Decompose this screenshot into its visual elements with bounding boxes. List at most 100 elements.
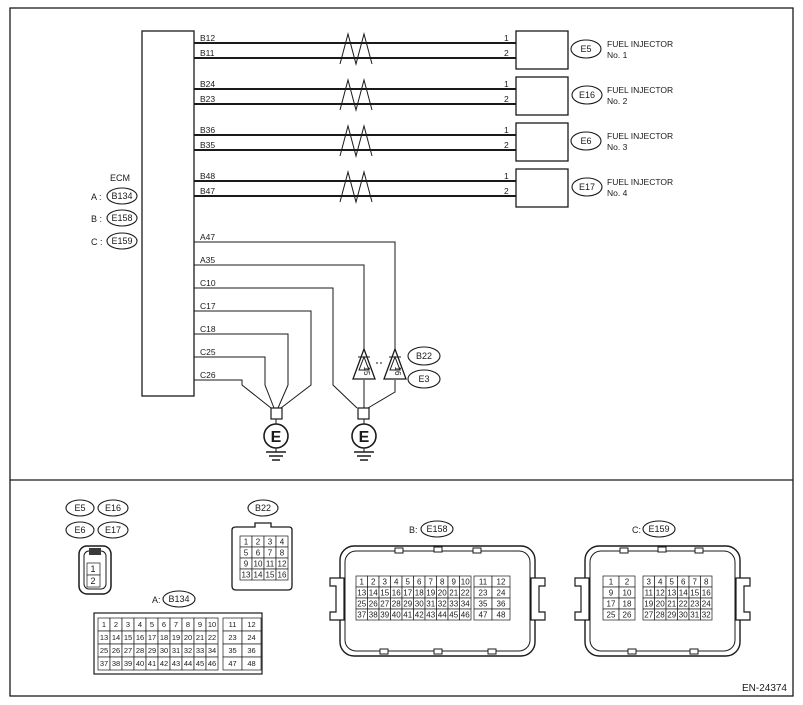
ecm-connector-c: C : E159 [91, 232, 138, 250]
svg-text:A:: A: [152, 595, 161, 605]
pin-label: 15 [124, 633, 132, 642]
svg-text:B24: B24 [200, 79, 215, 89]
svg-text:C:: C: [632, 525, 641, 535]
svg-text:FUEL INJECTOR: FUEL INJECTOR [607, 177, 673, 187]
pin-label: 1 [360, 577, 365, 586]
pin-label: 28 [392, 599, 401, 608]
pin-label: 31 [172, 646, 180, 655]
pin-label: 1 [102, 620, 106, 629]
pin-label: 27 [380, 599, 389, 608]
pin-label: 9 [452, 577, 457, 586]
pin-label: 41 [403, 610, 412, 619]
svg-text:E159: E159 [111, 236, 132, 246]
svg-text:FUEL INJECTOR: FUEL INJECTOR [607, 131, 673, 141]
pin-label: 11 [229, 620, 237, 629]
pin-label: 5 [244, 548, 249, 557]
pin-label: 3 [126, 620, 130, 629]
pin-label: 21 [449, 588, 458, 597]
pin-label: 26 [623, 610, 632, 619]
pin-label: 43 [426, 610, 435, 619]
pin-label: 5 [670, 577, 675, 586]
fuel-injector-2-box [515, 76, 569, 116]
svg-text:B47: B47 [200, 186, 215, 196]
svg-text:B134: B134 [111, 191, 132, 201]
ground-point-2: E [351, 407, 377, 461]
pin-label: 38 [369, 610, 378, 619]
ecm-label: ECM [110, 173, 130, 183]
pin-label: 2 [371, 577, 376, 586]
svg-text:2: 2 [504, 48, 509, 58]
pin-label: 20 [438, 588, 447, 597]
pin-label: 14 [679, 588, 688, 597]
pin-label: 45 [449, 610, 458, 619]
injector-circuit-1: B12 B11 1 2 E5 FUEL INJECTOR No. 1 [194, 30, 673, 70]
pin-label: 10 [623, 588, 632, 597]
svg-text:B12: B12 [200, 33, 215, 43]
pin-label: 17 [148, 633, 156, 642]
pin-label: 5 [150, 620, 154, 629]
svg-text:16: 16 [393, 367, 402, 376]
outer-frame [9, 7, 794, 697]
pin-label: 4 [280, 537, 285, 546]
pin-label: 36 [247, 646, 255, 655]
pin-label: 12 [656, 588, 665, 597]
pin-label: 25 [100, 646, 108, 655]
svg-text:1: 1 [504, 125, 509, 135]
pin-label: 35 [479, 599, 488, 608]
pin-label: 12 [278, 559, 287, 568]
pin-label: 9 [609, 588, 614, 597]
pin-label: 32 [184, 646, 192, 655]
pin-label: 16 [136, 633, 144, 642]
pin-label: 42 [415, 610, 424, 619]
pin-label: 10 [461, 577, 470, 586]
pin-label: 16 [278, 570, 287, 579]
svg-text:B :: B : [91, 214, 102, 224]
pin-label: 16 [702, 588, 711, 597]
svg-text:E6: E6 [74, 525, 85, 535]
pin-label: 35 [228, 646, 236, 655]
pin-label: 23 [228, 633, 236, 642]
svg-text:E5: E5 [74, 503, 85, 513]
pin-label: 14 [369, 588, 378, 597]
svg-text:FUEL INJECTOR: FUEL INJECTOR [607, 39, 673, 49]
pin-label: 3 [268, 537, 273, 546]
pin-label: 23 [479, 588, 488, 597]
svg-text:1: 1 [90, 564, 95, 574]
pin-label: 31 [426, 599, 435, 608]
svg-text:B22: B22 [255, 503, 271, 513]
pin-label: 30 [160, 646, 168, 655]
svg-text:B22: B22 [416, 351, 432, 361]
pin-label: 43 [172, 659, 180, 668]
pin-label: 39 [380, 610, 389, 619]
svg-text:1: 1 [504, 79, 509, 89]
svg-text:E159: E159 [648, 524, 669, 534]
pin-label: 19 [644, 599, 653, 608]
ecm-box [141, 30, 195, 397]
svg-text:No. 2: No. 2 [607, 96, 628, 106]
pin-label: 1 [244, 537, 249, 546]
pin-label: 15 [690, 588, 699, 597]
svg-text:E158: E158 [111, 213, 132, 223]
svg-text:E: E [359, 429, 370, 446]
pin-label: 4 [138, 620, 142, 629]
pin-label: 10 [208, 620, 216, 629]
pin-label: 29 [667, 610, 676, 619]
pin-label: 29 [148, 646, 156, 655]
pin-label: 47 [228, 659, 236, 668]
pin-label: 39 [124, 659, 132, 668]
pin-label: 9 [198, 620, 202, 629]
pin-label: 45 [196, 659, 204, 668]
ground-point-1: E [263, 407, 289, 461]
pin-label: 13 [100, 633, 108, 642]
pin-label: 19 [172, 633, 180, 642]
pin-label: 20 [656, 599, 665, 608]
pin-label: 7 [174, 620, 178, 629]
pin-label: 30 [679, 610, 688, 619]
pin-label: 33 [449, 599, 458, 608]
pin-label: 48 [497, 610, 506, 619]
pin-label: 1 [609, 577, 614, 586]
pin-label: 2 [114, 620, 118, 629]
